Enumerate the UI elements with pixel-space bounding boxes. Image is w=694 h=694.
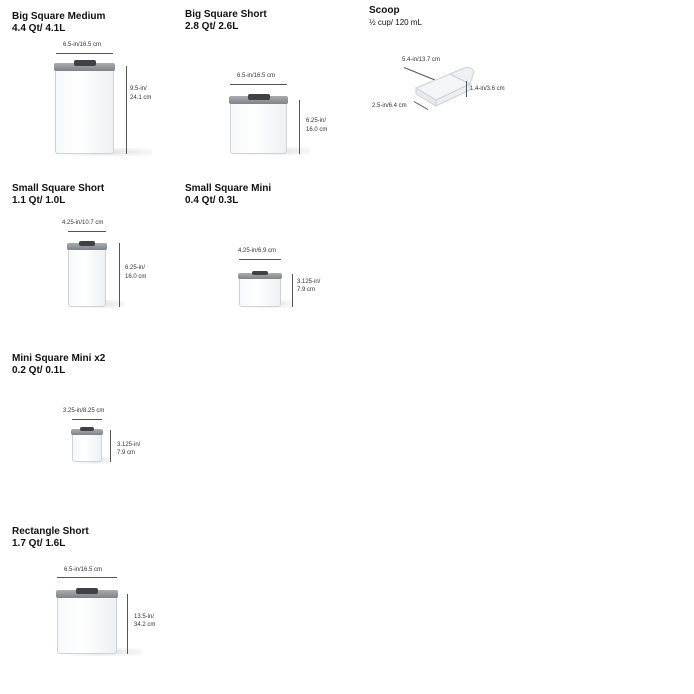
height-line bbox=[299, 100, 300, 154]
product-name: Big Square Short bbox=[185, 9, 267, 20]
width-label: 3.25-in/8.25 cm bbox=[63, 408, 105, 414]
container-lid bbox=[54, 63, 115, 71]
height-line bbox=[127, 594, 128, 654]
container-lid bbox=[71, 429, 103, 435]
container-lid bbox=[238, 273, 282, 279]
width-line bbox=[68, 231, 106, 232]
depth-line bbox=[466, 81, 467, 97]
container-lid bbox=[67, 243, 107, 250]
product-name: Big Square Medium bbox=[12, 11, 106, 22]
lid-button bbox=[252, 271, 268, 275]
width-line bbox=[56, 53, 113, 54]
height-label-cm: 16.0 cm bbox=[125, 274, 147, 280]
depth-label: 1.4-in/3.6 cm bbox=[470, 86, 505, 92]
product-capacity: 2.8 Qt/ 2.6L bbox=[185, 21, 239, 32]
product-name: Scoop bbox=[369, 5, 400, 16]
height-label-in: 3.125-in/ bbox=[297, 279, 321, 285]
lid-button bbox=[248, 94, 270, 100]
lid-button bbox=[74, 60, 96, 66]
height-label-in: 6.25-in/ bbox=[306, 118, 327, 124]
width-line bbox=[57, 577, 117, 578]
container-big-square-medium bbox=[55, 66, 114, 154]
product-name: Rectangle Short bbox=[12, 526, 89, 537]
width-line bbox=[230, 84, 287, 85]
lid-button bbox=[80, 427, 94, 431]
lid-button bbox=[79, 241, 95, 246]
height-label-in: 6.25-in/ bbox=[125, 265, 146, 271]
height-line bbox=[110, 430, 111, 462]
product-capacity: 0.4 Qt/ 0.3L bbox=[185, 195, 239, 206]
length-label: 5.4-in/13.7 cm bbox=[402, 57, 441, 63]
product-capacity: 1.1 Qt/ 1.0L bbox=[12, 195, 66, 206]
product-small-square-mini: Small Square Mini 0.4 Qt/ 0.3L bbox=[185, 183, 271, 207]
product-name: Small Square Mini bbox=[185, 183, 272, 194]
lid-button bbox=[76, 588, 98, 594]
height-label-cm: 24.1 cm bbox=[130, 95, 152, 101]
container-small-square-mini bbox=[239, 276, 281, 307]
height-label-cm: 7.9 cm bbox=[117, 450, 136, 456]
height-line bbox=[119, 243, 120, 307]
height-label-cm: 16.0 cm bbox=[306, 127, 328, 133]
width-label: 4.25-in/6.9 cm bbox=[238, 248, 277, 254]
width-label: 2.5-in/6.4 cm bbox=[372, 103, 407, 109]
scoop-illustration bbox=[414, 67, 475, 107]
width-label: 6.5-in/16.5 cm bbox=[64, 567, 103, 573]
container-lid bbox=[56, 590, 118, 598]
product-capacity: ½ cup/ 120 mL bbox=[369, 18, 422, 27]
product-capacity: 4.4 Qt/ 4.1L bbox=[12, 23, 66, 34]
height-label-cm: 7.9 cm bbox=[297, 287, 316, 293]
container-rectangle-short bbox=[57, 594, 117, 654]
product-rectangle-short: Rectangle Short 1.7 Qt/ 1.6L bbox=[12, 526, 89, 550]
height-label-cm: 34.2 cm bbox=[134, 622, 156, 628]
width-label: 6.5-in/16.5 cm bbox=[237, 73, 276, 79]
product-big-square-medium: Big Square Medium 4.4 Qt/ 4.1L bbox=[12, 11, 105, 35]
container-mini-square-mini bbox=[72, 432, 102, 462]
product-scoop: Scoop ½ cup/ 120 mL bbox=[369, 5, 422, 28]
container-lid bbox=[229, 96, 288, 104]
width-line bbox=[72, 419, 102, 420]
height-line bbox=[292, 274, 293, 307]
container-big-square-short bbox=[230, 100, 287, 154]
height-line bbox=[126, 66, 127, 154]
product-name: Mini Square Mini x2 bbox=[12, 353, 106, 364]
height-label-in: 3.125-in/ bbox=[117, 442, 141, 448]
height-label-in: 13.5-in/ bbox=[134, 614, 155, 620]
width-label: 6.5-in/16.5 cm bbox=[63, 42, 102, 48]
product-small-square-short: Small Square Short 1.1 Qt/ 1.0L bbox=[12, 183, 104, 207]
width-label: 4.25-in/10.7 cm bbox=[62, 220, 104, 226]
product-capacity: 1.7 Qt/ 1.6L bbox=[12, 538, 66, 549]
height-label-in: 9.5-in/ bbox=[130, 86, 147, 92]
product-capacity: 0.2 Qt/ 0.1L bbox=[12, 365, 66, 376]
product-name: Small Square Short bbox=[12, 183, 105, 194]
product-big-square-short: Big Square Short 2.8 Qt/ 2.6L bbox=[185, 9, 267, 33]
product-mini-square-mini: Mini Square Mini x2 0.2 Qt/ 0.1L bbox=[12, 353, 105, 377]
container-small-square-short bbox=[68, 246, 106, 307]
width-line bbox=[239, 259, 281, 260]
